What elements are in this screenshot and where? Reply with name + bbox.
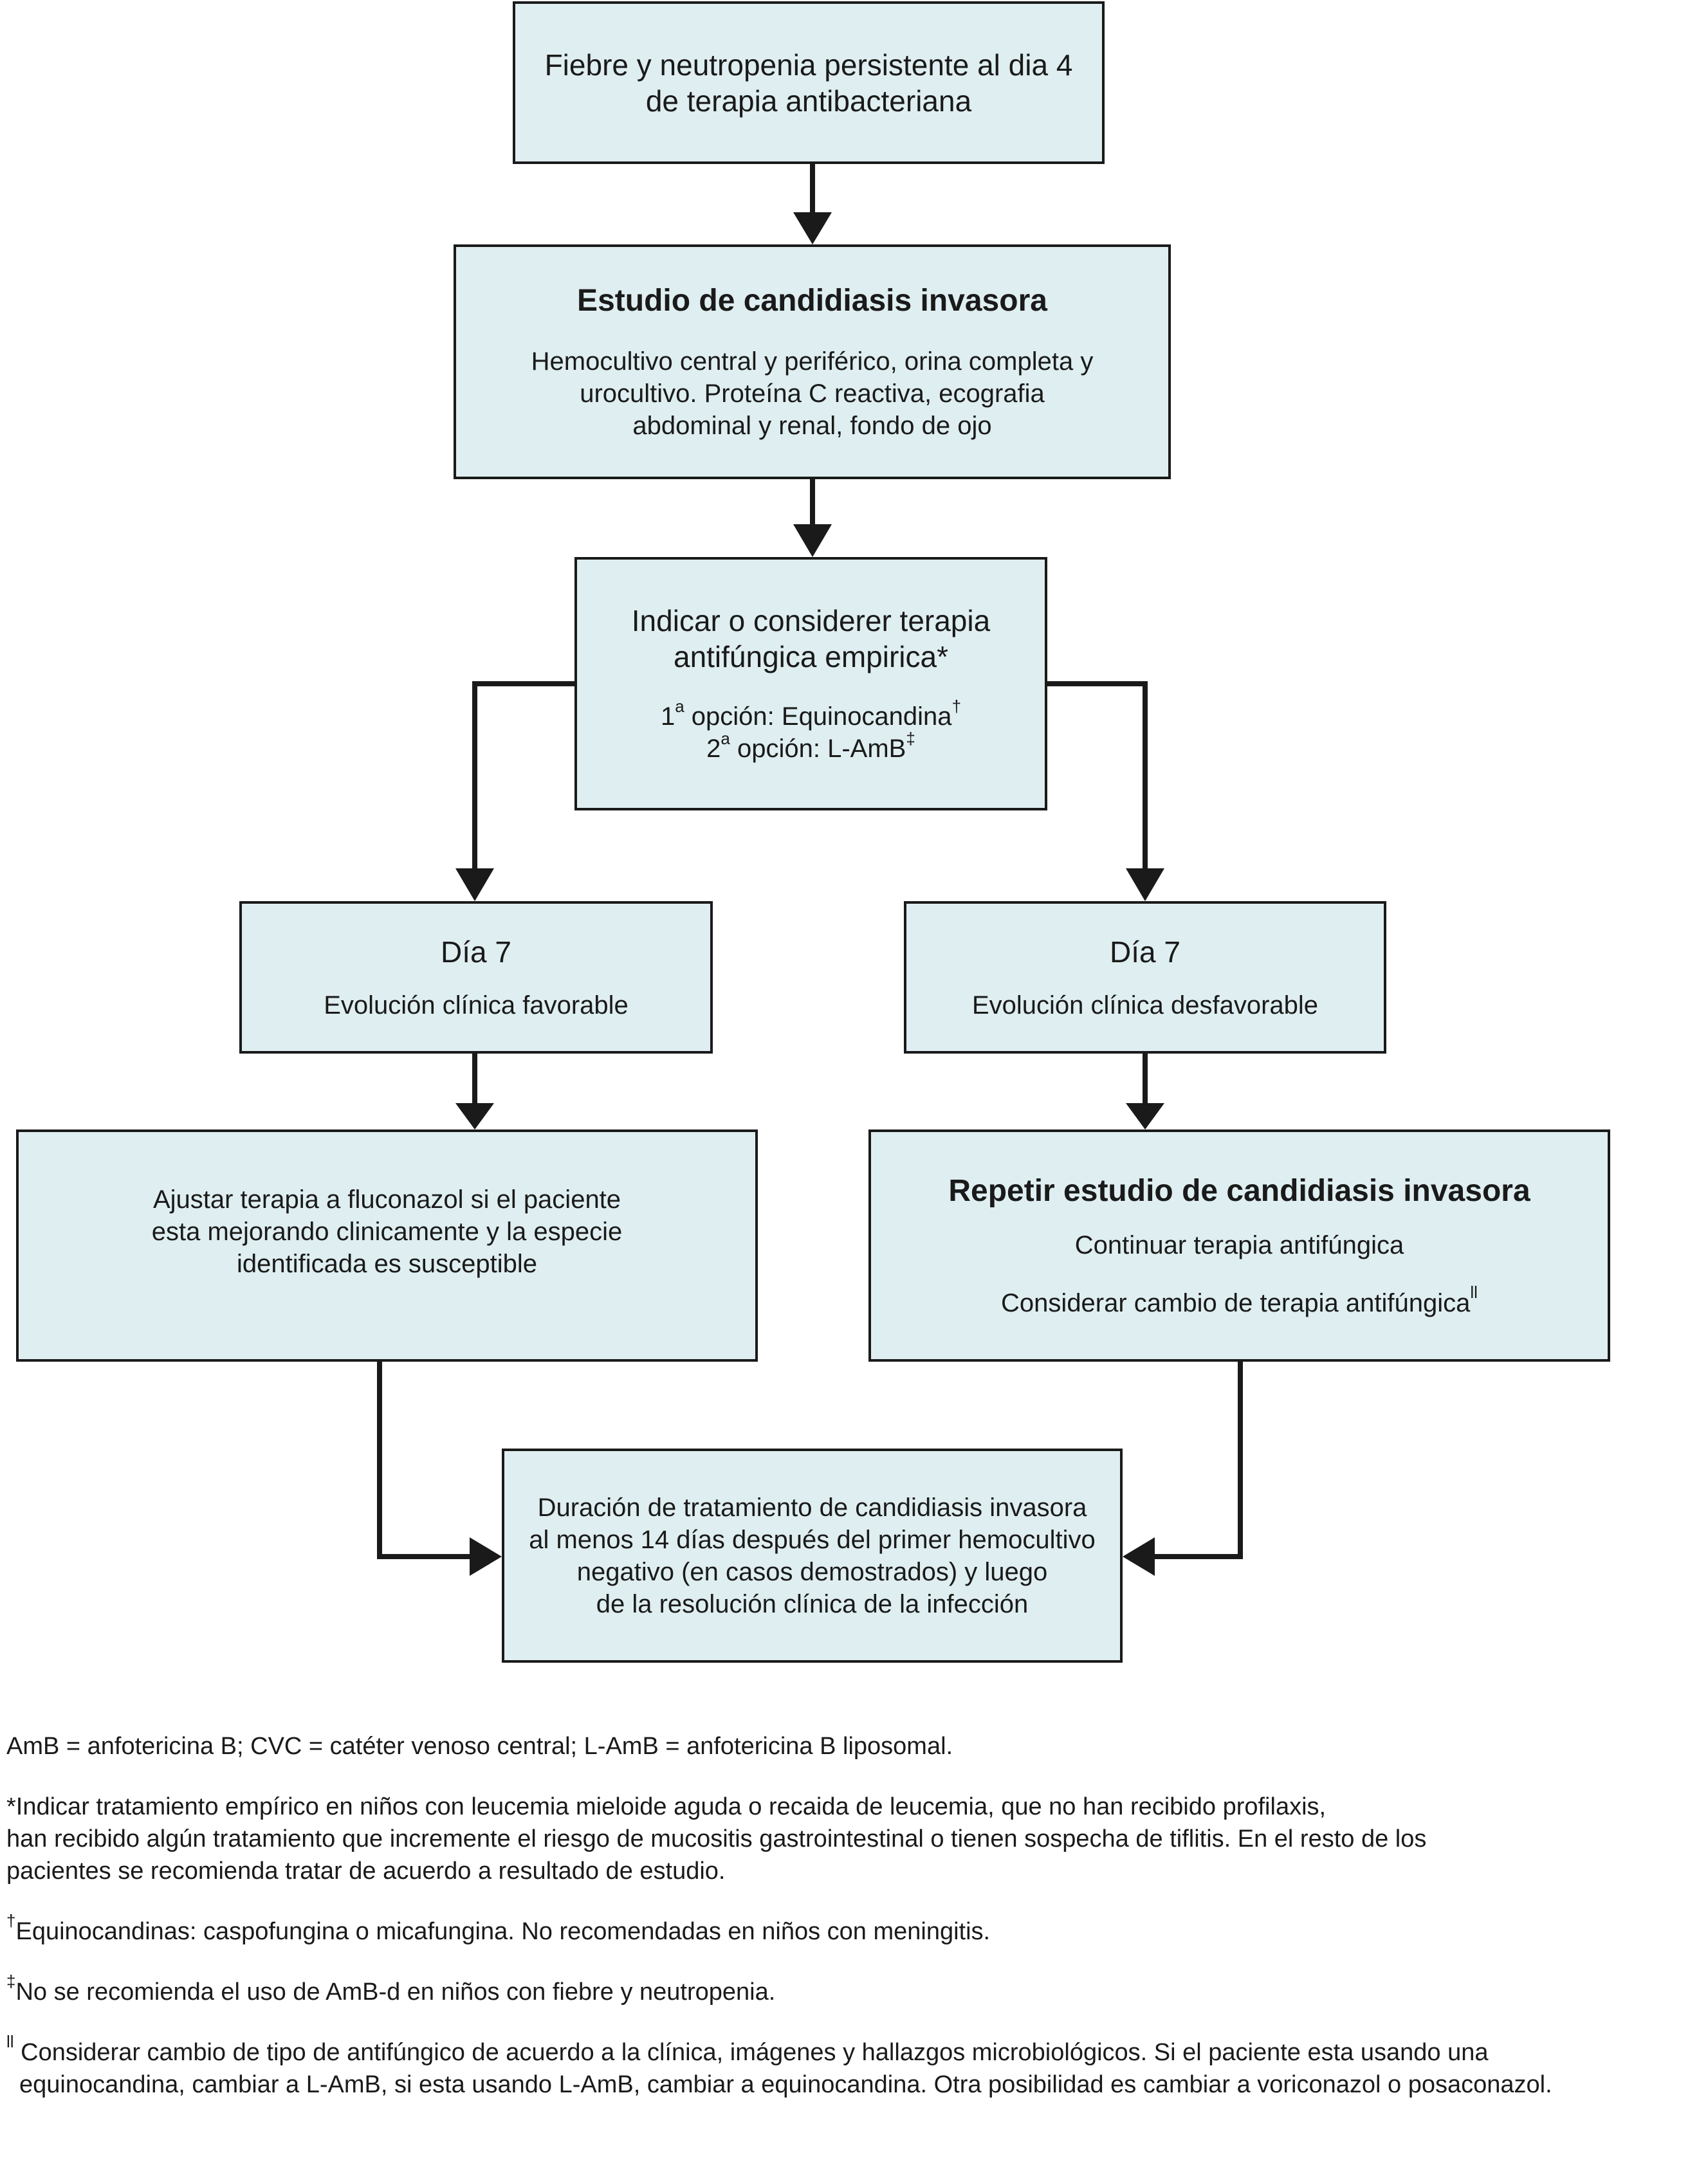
connector-empiric-to-day7-right (1047, 681, 1148, 868)
box-adjust-fluconazole: Ajustar terapia a fluconazol si el pacie… (16, 1129, 758, 1362)
connector-empiric-to-day7-left (472, 681, 574, 868)
study-title: Estudio de candidiasis invasora (577, 283, 1047, 318)
footnote-asterisk: *Indicar tratamiento empírico en niños c… (6, 1793, 1427, 1885)
duration-line4: de la resolución clínica de la infección (596, 1589, 1029, 1618)
arrowhead-day7-left (455, 868, 494, 901)
footnote-ll: ll Considerar cambio de tipo de antifúng… (6, 2032, 1552, 2098)
box-treatment-duration: Duración de tratamiento de candidiasis i… (502, 1449, 1123, 1663)
box-empiric-therapy: Indicar o considerer terapia antifúngica… (574, 557, 1047, 810)
day7-right-title: Día 7 (1110, 935, 1180, 969)
start-line2: de terapia antibacteriana (645, 84, 972, 118)
box-invasive-candidiasis-study: Estudio de candidiasis invasora Hemocult… (454, 244, 1171, 479)
repeat-line2: Considerar cambio de terapia antifúngica… (1001, 1283, 1478, 1317)
connector-repeat-to-duration (1155, 1362, 1243, 1559)
arrowhead-empiric (793, 524, 832, 557)
arrowhead-adjust (455, 1103, 494, 1129)
day7-left-title: Día 7 (441, 935, 511, 969)
adjust-line1: Ajustar terapia a fluconazol si el pacie… (152, 1185, 621, 1214)
study-line2: urocultivo. Proteína C reactiva, ecograf… (580, 379, 1045, 408)
box-day7-unfavorable: Día 7 Evolución clínica desfavorable (904, 901, 1386, 1054)
box-start: Fiebre y neutropenia persistente al dia … (513, 1, 1105, 164)
arrowhead-repeat (1126, 1103, 1164, 1129)
footnote-abbreviations: AmB = anfotericina B; CVC = catéter veno… (6, 1733, 953, 1760)
study-line1: Hemocultivo central y periférico, orina … (531, 347, 1094, 376)
repeat-line1: Continuar terapia antifúngica (1074, 1230, 1404, 1259)
box-day7-favorable: Día 7 Evolución clínica favorable (239, 901, 713, 1054)
empiric-line1: Indicar o considerer terapia (631, 604, 991, 637)
adjust-line3: identificada es susceptible (237, 1250, 537, 1278)
connector-adjust-to-duration (377, 1362, 470, 1559)
box-repeat-study: Repetir estudio de candidiasis invasora … (868, 1129, 1610, 1362)
arrowhead-duration-left (470, 1537, 502, 1576)
arrowhead-day7-right (1126, 868, 1164, 901)
arrowhead-duration-right (1123, 1537, 1155, 1576)
footnote-double-dagger: ‡No se recomienda el uso de AmB-d en niñ… (6, 1971, 776, 2006)
empiric-option2: 2a opción: L-AmB‡ (706, 728, 915, 763)
footnote-dagger: †Equinocandinas: caspofungina o micafung… (6, 1911, 991, 1945)
footnotes: AmB = anfotericina B; CVC = catéter veno… (6, 1730, 1698, 2101)
study-line3: abdominal y renal, fondo de ojo (632, 411, 992, 440)
adjust-line2: esta mejorando clinicamente y la especie (151, 1218, 623, 1246)
arrowhead-study (793, 212, 832, 244)
repeat-title: Repetir estudio de candidiasis invasora (948, 1173, 1530, 1208)
duration-line2: al menos 14 días después del primer hemo… (529, 1525, 1096, 1554)
empiric-line2: antifúngica empirica* (673, 640, 948, 673)
duration-line1: Duración de tratamiento de candidiasis i… (537, 1493, 1087, 1522)
day7-right-text: Evolución clínica desfavorable (971, 991, 1319, 1019)
empiric-option1: 1a opción: Equinocandina† (660, 696, 962, 731)
start-line1: Fiebre y neutropenia persistente al dia … (544, 48, 1073, 82)
duration-line3: negativo (en casos demostrados) y luego (576, 1557, 1048, 1586)
day7-left-text: Evolución clínica favorable (324, 991, 629, 1019)
